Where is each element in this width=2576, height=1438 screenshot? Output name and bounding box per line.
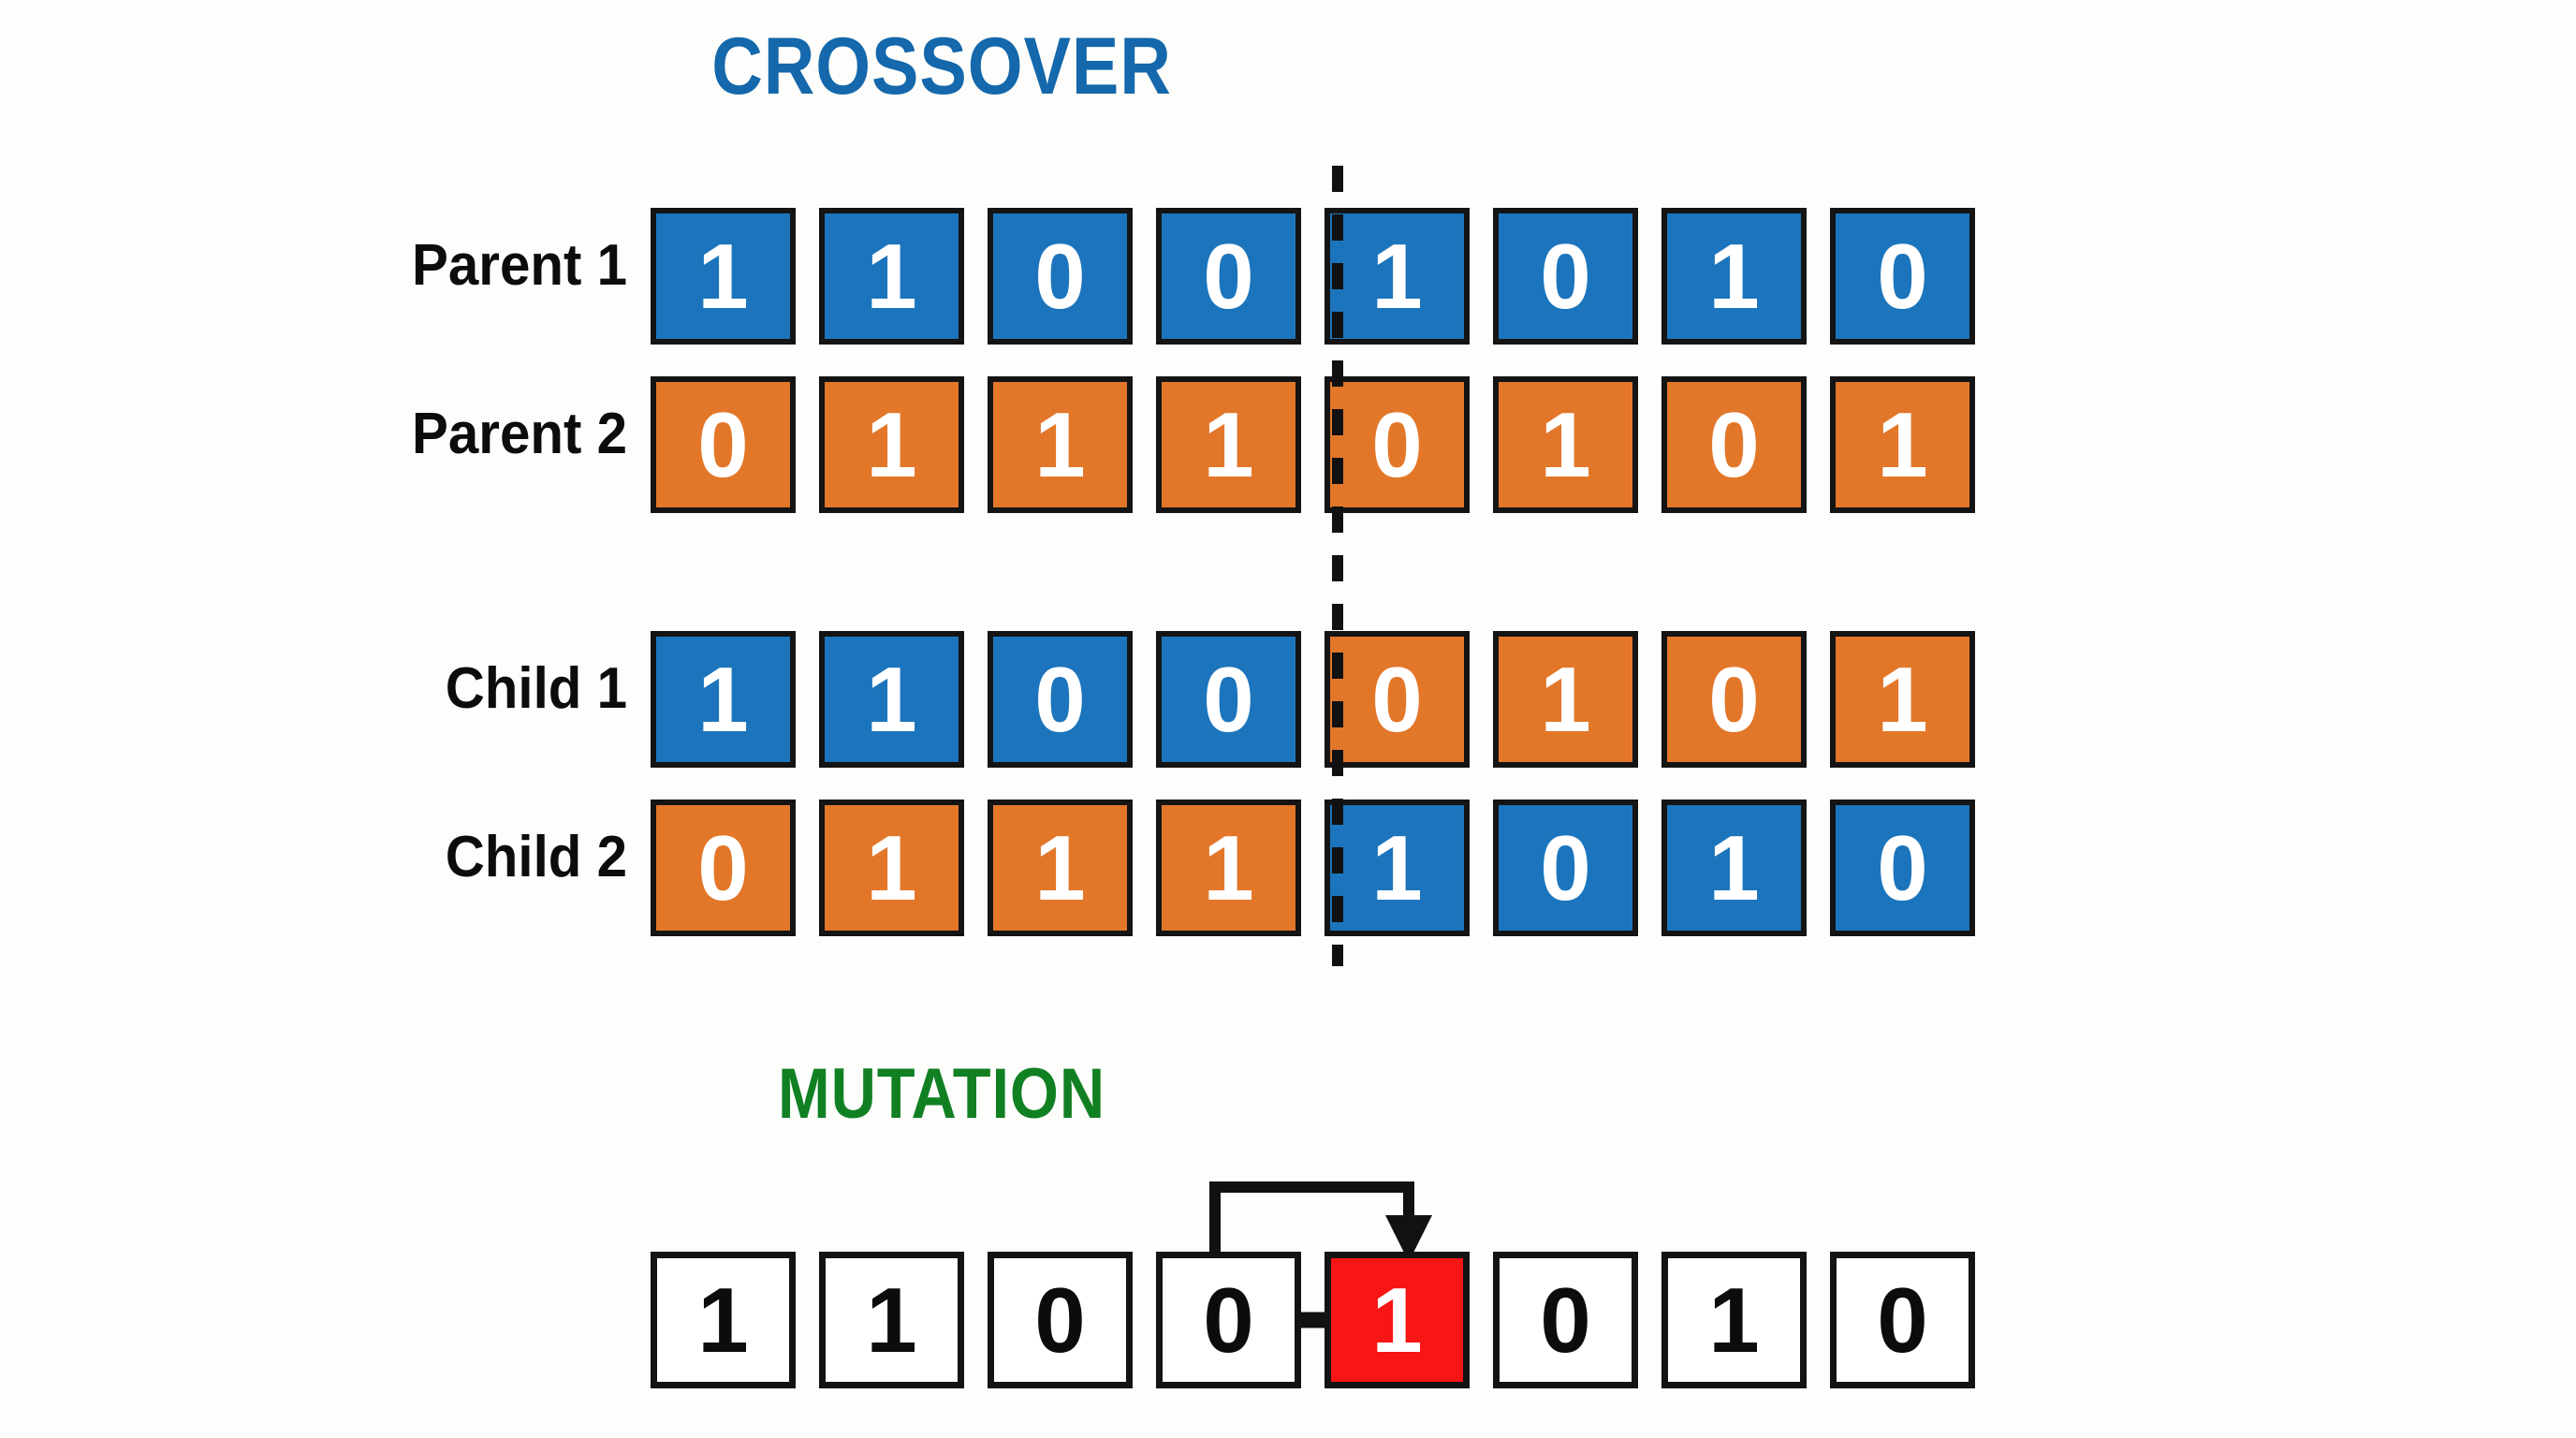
bit-cell-child-1-2: 0 [988, 631, 1133, 768]
bit-cell-parent-2-4: 0 [1325, 376, 1470, 513]
bit-cell-parent-2-0: 0 [651, 376, 796, 513]
bit-cell-child-1-3: 0 [1156, 631, 1301, 768]
bit-cell-child-1-4: 0 [1325, 631, 1470, 768]
mutation-section-title: MUTATION [777, 1054, 1106, 1134]
bit-cell-parent-1-3: 0 [1156, 208, 1301, 345]
bit-cell-child-2-0: 0 [651, 800, 796, 936]
bit-cell-parent-2-2: 1 [988, 376, 1133, 513]
row-label-child-2: Child 2 [445, 825, 627, 889]
bit-cell-parent-1-5: 0 [1493, 208, 1638, 345]
bit-cell-child-1-7: 1 [1830, 631, 1975, 768]
bit-cell-mutation-1: 1 [819, 1252, 964, 1388]
bit-cell-parent-1-1: 1 [819, 208, 964, 345]
bit-cell-parent-2-7: 1 [1830, 376, 1975, 513]
bit-cell-mutation-2: 0 [988, 1252, 1133, 1388]
bit-cell-child-2-3: 1 [1156, 800, 1301, 936]
bit-cell-mutation-4: 1 [1325, 1252, 1470, 1388]
bit-cell-parent-2-1: 1 [819, 376, 964, 513]
bit-cell-child-2-7: 0 [1830, 800, 1975, 936]
bit-cell-mutation-5: 0 [1493, 1252, 1638, 1388]
bit-cell-parent-1-7: 0 [1830, 208, 1975, 345]
bit-cell-child-1-5: 1 [1493, 631, 1638, 768]
bit-cell-mutation-6: 1 [1661, 1252, 1807, 1388]
bit-cell-parent-1-2: 0 [988, 208, 1133, 345]
row-label-parent-1: Parent 1 [412, 233, 627, 298]
bit-cell-child-2-6: 1 [1661, 800, 1807, 936]
bit-cell-child-2-4: 1 [1325, 800, 1470, 936]
bit-cell-child-2-1: 1 [819, 800, 964, 936]
bit-cell-parent-2-6: 0 [1661, 376, 1807, 513]
crossover-section-title: CROSSOVER [711, 22, 1172, 111]
bit-cell-mutation-0: 1 [651, 1252, 796, 1388]
bit-cell-child-2-5: 0 [1493, 800, 1638, 936]
bit-cell-child-1-1: 1 [819, 631, 964, 768]
row-label-parent-2: Parent 2 [412, 402, 627, 466]
bit-cell-parent-1-4: 1 [1325, 208, 1470, 345]
bit-cell-parent-1-0: 1 [651, 208, 796, 345]
bit-cell-parent-2-5: 1 [1493, 376, 1638, 513]
bit-cell-child-1-0: 1 [651, 631, 796, 768]
crossover-point-divider [1332, 166, 1343, 966]
bit-cell-child-2-2: 1 [988, 800, 1133, 936]
row-label-child-1: Child 1 [445, 656, 627, 721]
bit-cell-mutation-7: 0 [1830, 1252, 1975, 1388]
bit-cell-parent-2-3: 1 [1156, 376, 1301, 513]
bit-cell-mutation-3: 0 [1156, 1252, 1301, 1388]
bit-cell-child-1-6: 0 [1661, 631, 1807, 768]
bit-cell-parent-1-6: 1 [1661, 208, 1807, 345]
